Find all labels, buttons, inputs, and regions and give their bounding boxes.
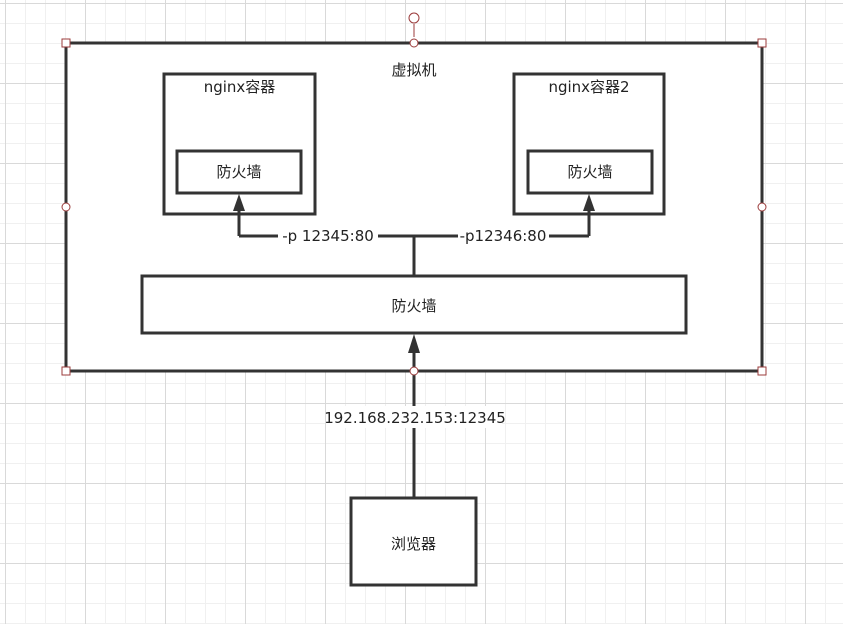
selection-handles bbox=[61, 12, 767, 376]
resize-handle-left[interactable] bbox=[61, 202, 71, 212]
resize-handle-bottom-left[interactable] bbox=[61, 366, 71, 376]
arrow-to-container-2 bbox=[583, 194, 595, 211]
vm-label: 虚拟机 bbox=[391, 61, 436, 79]
container-1-firewall-label: 防火墙 bbox=[216, 163, 261, 181]
port-map-1-label: -p 12345:80 bbox=[282, 227, 374, 245]
resize-handle-bottom[interactable] bbox=[409, 366, 419, 376]
container-1-label: nginx容器 bbox=[204, 78, 276, 96]
resize-handle-top-right[interactable] bbox=[757, 38, 767, 48]
container-2-firewall-label: 防火墙 bbox=[567, 163, 612, 181]
arrow-to-host-firewall bbox=[408, 334, 420, 353]
browser-label: 浏览器 bbox=[391, 535, 436, 553]
resize-handle-top-left[interactable] bbox=[61, 38, 71, 48]
container-1-firewall-box[interactable]: 防火墙 bbox=[175, 149, 303, 195]
host-firewall-box[interactable]: 防火墙 bbox=[140, 274, 688, 335]
arrow-to-container-1 bbox=[233, 194, 245, 211]
resize-handle-bottom-right[interactable] bbox=[757, 366, 767, 376]
rotate-handle[interactable] bbox=[408, 12, 420, 24]
resize-handle-right[interactable] bbox=[757, 202, 767, 212]
container-2-label: nginx容器2 bbox=[548, 78, 629, 96]
host-firewall-label: 防火墙 bbox=[391, 297, 436, 315]
resize-handle-top[interactable] bbox=[409, 38, 419, 48]
container-2-firewall-box[interactable]: 防火墙 bbox=[526, 149, 654, 195]
browser-box[interactable]: 浏览器 bbox=[349, 496, 478, 587]
port-mapping-connector[interactable] bbox=[233, 194, 595, 276]
address-label-background bbox=[326, 406, 502, 428]
port-map-2-label: -p12346:80 bbox=[460, 227, 547, 245]
address-label: 192.168.232.153:12345 bbox=[324, 409, 506, 427]
